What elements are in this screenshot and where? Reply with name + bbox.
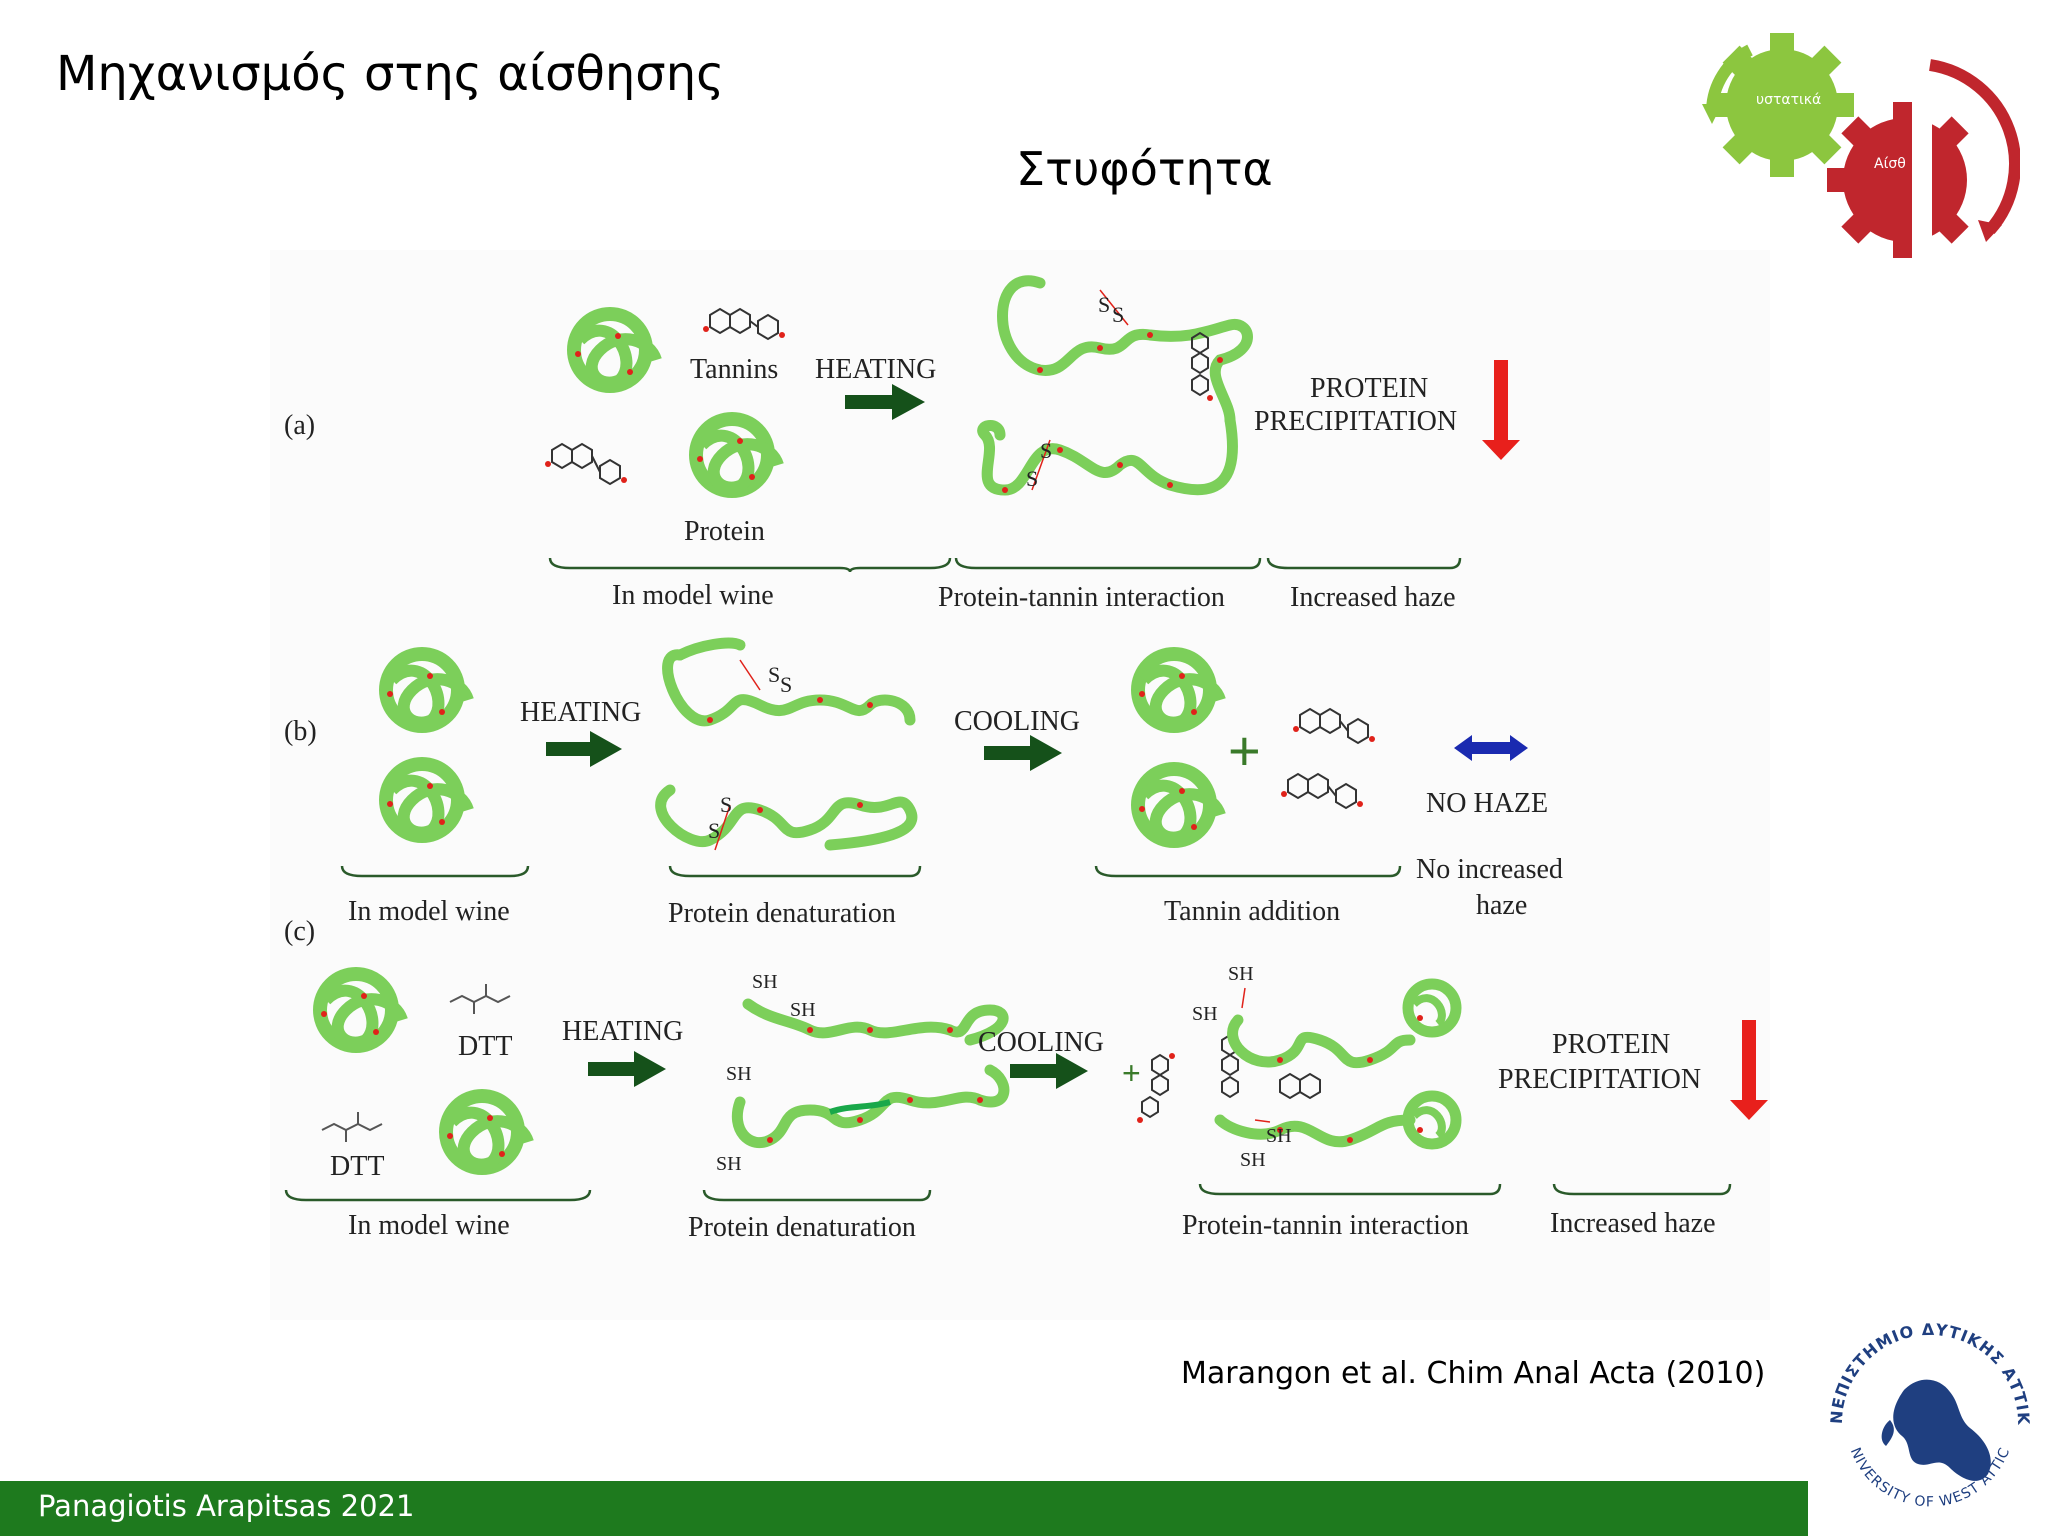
figure-panel: (a) Tannins Protein HEATING S: [270, 250, 1770, 1320]
corner-gear-graphic: υστατικά Αίσθ: [1690, 20, 2021, 260]
row-a-label: (a): [284, 410, 315, 441]
svg-text:SH: SH: [790, 999, 816, 1021]
mechanism-diagram: (a) Tannins Protein HEATING S: [284, 275, 1768, 1243]
dtt-molecule-icon: [321, 1112, 383, 1142]
tannin-molecule-icon: [1137, 1053, 1175, 1123]
university-logo: ΠΑΝΕΠΙΣΤΗΜΙΟ ΔΥΤΙΚΗΣ ΑΤΤΙΚΗΣ UNIVERSITY …: [1813, 1303, 2040, 1528]
cooling-label-c: COOLING: [978, 1027, 1104, 1058]
heating-arrow-c: [588, 1051, 666, 1087]
folded-protein-icon: [379, 647, 474, 733]
svg-text:S: S: [708, 818, 720, 843]
reduced-protein-strand: [742, 998, 1009, 1046]
folded-protein-icon: [1402, 978, 1462, 1038]
heating-label-a: HEATING: [815, 354, 936, 385]
row-c-label: (c): [284, 916, 315, 947]
heating-arrow-a: [845, 384, 925, 420]
svg-text:SH: SH: [1266, 1125, 1292, 1147]
red-down-arrow-c: [1730, 1020, 1768, 1120]
cooling-arrow-c: [1010, 1053, 1088, 1089]
caption-denat-c: Protein denaturation: [688, 1212, 916, 1243]
tannins-label: Tannins: [690, 354, 778, 385]
dtt-molecule-icon: [449, 984, 511, 1014]
tannin-molecule-icon: [545, 442, 627, 486]
folded-protein-icon: [1131, 762, 1226, 848]
svg-text:S: S: [720, 792, 732, 817]
tannin-molecule-icon: [1293, 707, 1375, 745]
svg-text:S: S: [1112, 302, 1124, 327]
caption-haze-c: Increased haze: [1550, 1208, 1716, 1239]
tannin-molecule-icon: [703, 307, 785, 341]
dtt-label-1: DTT: [458, 1031, 512, 1062]
heating-label-b: HEATING: [520, 697, 641, 728]
caption-model-wine-c: In model wine: [348, 1210, 510, 1241]
plus-sign-b: +: [1228, 719, 1261, 782]
precipitation-line1-a: PROTEIN: [1310, 373, 1428, 404]
denatured-protein-strand: [655, 784, 918, 851]
svg-text:SH: SH: [1228, 963, 1254, 985]
tannin-molecule-icon: [1281, 772, 1363, 810]
svg-text:S: S: [780, 672, 792, 697]
reduced-protein-strand: [1214, 1114, 1416, 1148]
heating-arrow-b: [546, 731, 622, 767]
plus-sign-c: +: [1122, 1055, 1141, 1091]
attica-map-icon: [1893, 1379, 1991, 1481]
heating-label-c: HEATING: [562, 1016, 683, 1047]
denatured-protein-strand: [997, 275, 1253, 426]
reduced-protein-strand: [1227, 1014, 1416, 1069]
caption-haze-a: Increased haze: [1290, 582, 1456, 613]
denatured-protein-strand: [977, 414, 1238, 496]
svg-text:SH: SH: [1192, 1003, 1218, 1025]
tannin-molecule-icon: [1191, 331, 1213, 401]
precipitation-line2-a: PRECIPITATION: [1254, 406, 1457, 437]
caption-denat-b: Protein denaturation: [668, 898, 896, 929]
svg-text:S: S: [1026, 466, 1038, 491]
svg-text:S: S: [1098, 292, 1110, 317]
caption-tannin-b: Tannin addition: [1164, 896, 1340, 927]
red-cycle-arrow-icon: [1929, 59, 2021, 234]
svg-text:S: S: [768, 662, 780, 687]
protein-label: Protein: [684, 516, 765, 547]
svg-text:SH: SH: [752, 971, 778, 993]
slide-subtitle: Στυφότητα: [1016, 142, 1273, 196]
no-increased-line2: haze: [1476, 890, 1527, 921]
red-gear-icon: [1827, 102, 1969, 258]
denatured-protein-strand: [674, 637, 746, 661]
caption-model-wine-b: In model wine: [348, 896, 510, 927]
gear-label-right: Αίσθ: [1874, 156, 1906, 172]
slide-title: Μηχανισμός στης αίσθησης: [56, 46, 725, 102]
gear-label-left: υστατικά: [1756, 92, 1822, 108]
svg-text:SH: SH: [726, 1063, 752, 1085]
folded-protein-icon: [689, 412, 784, 498]
tannin-molecule-icon: [1279, 1072, 1321, 1100]
svg-text:SH: SH: [716, 1153, 742, 1175]
folded-protein-icon: [567, 307, 662, 393]
cooling-label-b: COOLING: [954, 706, 1080, 737]
row-b-label: (b): [284, 716, 317, 747]
precipitation-line1-c: PROTEIN: [1552, 1029, 1670, 1060]
cooling-arrow-b: [984, 735, 1062, 771]
svg-text:S: S: [1040, 438, 1052, 463]
footer-text: Panagiotis Arapitsas 2021: [38, 1489, 415, 1523]
footer-bar: Panagiotis Arapitsas 2021: [0, 1481, 1808, 1536]
precipitation-line2-c: PRECIPITATION: [1498, 1064, 1701, 1095]
folded-protein-icon: [1402, 1090, 1462, 1150]
double-arrow-icon: [1454, 735, 1528, 761]
no-increased-line1: No increased: [1416, 854, 1563, 885]
red-down-arrow-a: [1482, 360, 1520, 460]
folded-protein-icon: [439, 1089, 534, 1175]
folded-protein-icon: [1131, 647, 1226, 733]
svg-text:SH: SH: [1240, 1149, 1266, 1171]
no-haze-label: NO HAZE: [1426, 788, 1548, 819]
folded-protein-icon: [379, 757, 474, 843]
folded-protein-icon: [313, 967, 408, 1053]
dtt-label-2: DTT: [330, 1151, 384, 1182]
caption-interaction-c: Protein-tannin interaction: [1182, 1210, 1469, 1241]
caption-interaction-a: Protein-tannin interaction: [938, 582, 1225, 613]
caption-model-wine-a: In model wine: [612, 580, 774, 611]
citation: Marangon et al. Chim Anal Acta (2010): [1181, 1356, 1766, 1391]
